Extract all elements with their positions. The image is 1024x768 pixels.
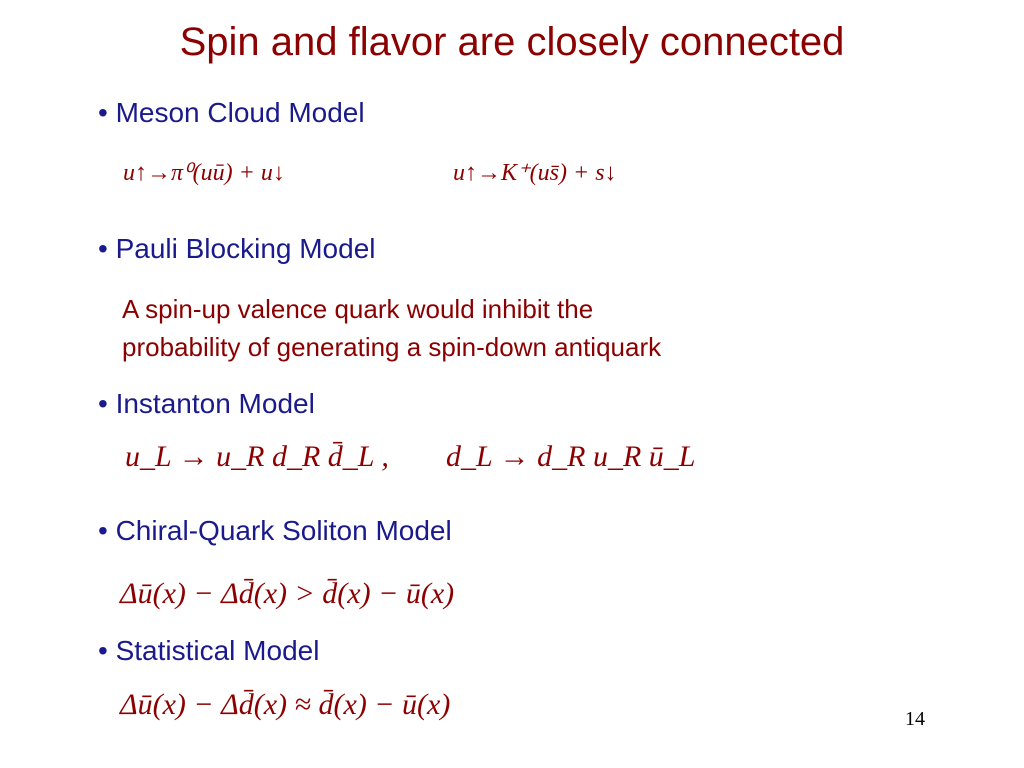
equation-meson-cloud-pion: u↑→π⁰(uū) + u↓ [123, 160, 285, 186]
pauli-description-line-2: probability of generating a spin-down an… [122, 332, 662, 362]
equation-instanton-u: u_L → u_R d_R d̄_L , [125, 440, 389, 473]
pauli-description-line-1: A spin-up valence quark would inhibit th… [122, 294, 594, 324]
bullet-meson-cloud-model: • Meson Cloud Model [98, 97, 365, 128]
bullet-statistical-model: • Statistical Model [98, 635, 320, 666]
page-number: 14 [905, 708, 925, 730]
slide-title: Spin and flavor are closely connected [179, 20, 845, 64]
equation-instanton-d: d_L → d_R u_R ū_L [446, 440, 696, 473]
equation-chiral-quark-soliton: Δū(x) − Δd̄(x) > d̄(x) − ū(x) [120, 577, 455, 610]
bullet-chiral-quark-soliton-model: • Chiral-Quark Soliton Model [98, 515, 452, 546]
equation-meson-cloud-kaon: u↑→K⁺(us̄) + s↓ [453, 160, 617, 186]
bullet-pauli-blocking-model: • Pauli Blocking Model [98, 233, 376, 264]
bullet-instanton-model: • Instanton Model [98, 388, 315, 419]
equation-statistical: Δū(x) − Δd̄(x) ≈ d̄(x) − ū(x) [120, 688, 451, 721]
